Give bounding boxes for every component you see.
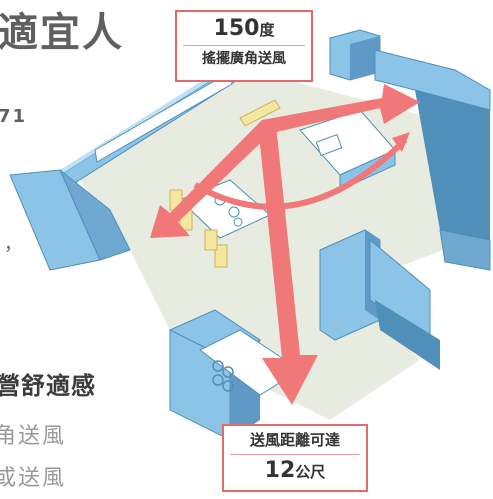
swing-angle-value-line: 150度: [177, 14, 311, 45]
air-conditioner-unit: [239, 99, 281, 127]
burner: [212, 374, 224, 386]
burner: [222, 366, 234, 378]
chair: [204, 229, 218, 251]
subheading-fragment: 營舒適感: [0, 372, 96, 400]
sweep-arc-arrowhead: [392, 132, 410, 152]
body-text-line-2: 或送風: [0, 466, 67, 491]
swing-angle-label: 搖擺廣角送風: [183, 45, 305, 72]
swing-angle-callout: 150度 搖擺廣角送風: [175, 10, 313, 82]
corridor-wall-face: [375, 300, 440, 370]
window-band: [94, 71, 233, 163]
cushion: [315, 134, 343, 156]
top-right-pillar-face: [350, 36, 380, 80]
comma-fragment: ，: [4, 234, 22, 255]
airflow-distance-label: 送風距離可達: [230, 426, 360, 455]
right-airflow-arrow: [262, 84, 420, 134]
airflow-distance-unit: 公尺: [295, 463, 326, 481]
sweep-arc-arrow: [193, 137, 408, 210]
right-wall-lower: [439, 229, 491, 271]
chair: [214, 244, 228, 268]
burner: [222, 380, 234, 392]
right-wall-face: [415, 90, 490, 240]
airflow-distance-value: 12: [264, 458, 296, 483]
burner: [212, 360, 224, 372]
heading-fragment: 適宜人: [0, 10, 124, 56]
stove-burners: [212, 360, 234, 392]
airflow-distance-callout: 送風距離可達 12公尺: [222, 424, 368, 492]
swing-angle-unit: 度: [259, 21, 275, 39]
body-text-line-1: 角送風: [0, 424, 67, 449]
airflow-distance-value-line: 12公尺: [224, 455, 366, 488]
number-fragment: 71: [0, 106, 28, 127]
left-wall-inner: [59, 169, 131, 261]
swing-angle-value: 150: [213, 16, 260, 41]
plate: [233, 217, 243, 227]
long-airflow-arrow: [258, 125, 318, 405]
left-airflow-arrow: [150, 120, 272, 238]
plate: [228, 206, 240, 218]
